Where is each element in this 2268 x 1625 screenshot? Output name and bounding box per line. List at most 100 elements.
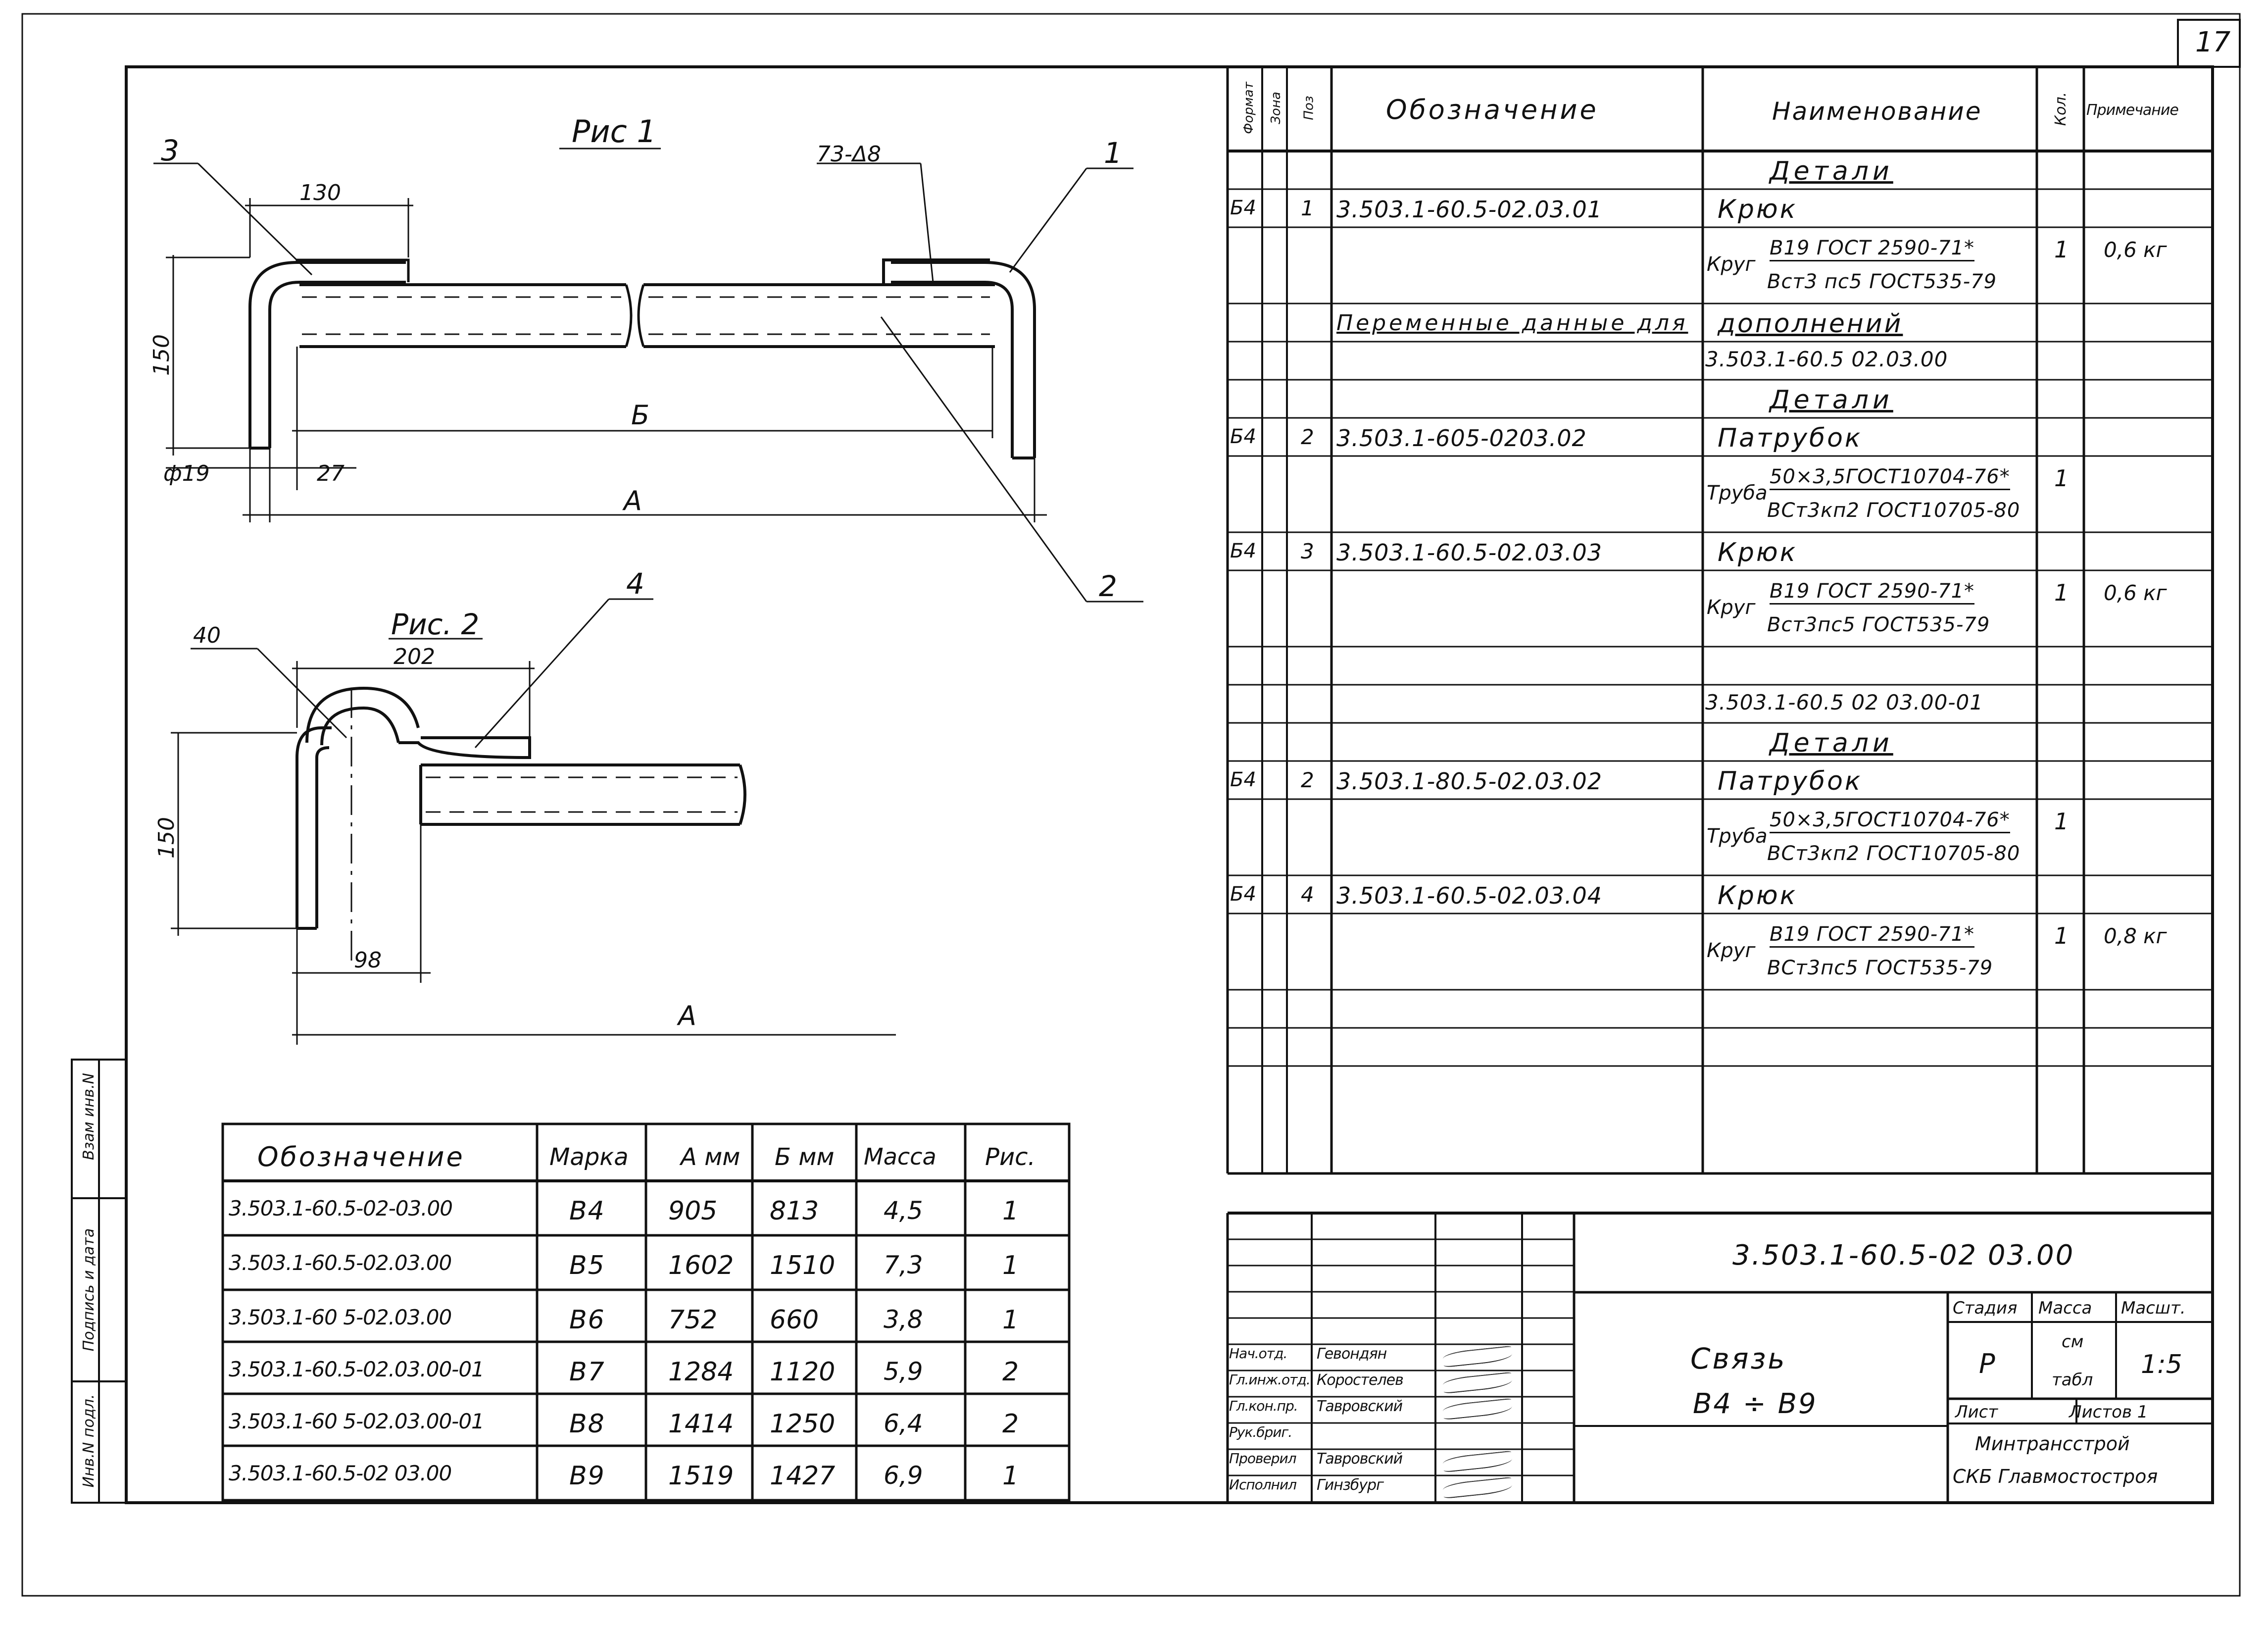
spec-table-row-lines xyxy=(1228,188,2213,1067)
mass-value-line1: см xyxy=(2062,1332,2084,1352)
spec-format: Б4 xyxy=(1230,768,1256,791)
dim-d19: ф19 xyxy=(163,461,210,486)
margin-label-signature-date: Подпись и дата xyxy=(80,1228,98,1352)
variant-header-fig: Рис. xyxy=(985,1143,1035,1171)
variant-designation: 3.503.1-60 5-02.03.00-01 xyxy=(229,1409,485,1433)
signature-name: Гинзбург xyxy=(1317,1476,1384,1494)
spec-note: 0,6 кг xyxy=(2104,581,2167,605)
position-callout-4: 4 xyxy=(626,567,644,601)
signature-name: Тавровский xyxy=(1317,1398,1403,1415)
spec-quantity: 1 xyxy=(2054,808,2069,835)
dim-b: Б xyxy=(631,400,650,431)
spec-material-grade: Вст3пс5 ГОСТ535-79 xyxy=(1767,613,1990,636)
organization-line2: СКБ Главмостостроя xyxy=(1953,1466,2158,1487)
spec-name: 3.503.1-60.5 02 03.00-01 xyxy=(1705,690,1983,714)
document-code: 3.503.1-60.5-02 03.00 xyxy=(1732,1239,2075,1271)
variant-cell: 1284 xyxy=(668,1357,734,1387)
variant-cell: 1 xyxy=(1002,1196,1019,1226)
spec-material-grade: ВСт3пс5 ГОСТ535-79 xyxy=(1767,957,1993,979)
signature-role: Проверил xyxy=(1229,1450,1297,1467)
spec-name: 3.503.1-60.5 02.03.00 xyxy=(1705,347,1948,371)
spec-header-note: Примечание xyxy=(2086,102,2179,119)
variant-cell: 1510 xyxy=(770,1251,836,1280)
spec-header-pos: Поз xyxy=(1301,96,1317,120)
spec-variable-data-note: Переменные данные для xyxy=(1336,310,1688,336)
figure-2-hidden-lines xyxy=(426,776,738,813)
spec-name: дополнений xyxy=(1718,309,1903,339)
dim-40: 40 xyxy=(193,623,221,648)
spec-table-grid xyxy=(1226,67,2214,1175)
spec-format: Б4 xyxy=(1230,197,1256,219)
spec-material-grade: ВСт3кп2 ГОСТ10705-80 xyxy=(1767,499,2021,522)
figure-1-dimensions xyxy=(153,148,1143,603)
spec-designation: 3.503.1-60.5-02.03.04 xyxy=(1336,882,1603,909)
variant-cell: 1120 xyxy=(770,1357,836,1387)
variant-cell: 1602 xyxy=(668,1251,734,1280)
spec-note: 0,6 кг xyxy=(2104,238,2167,262)
margin-label-orig-inv: Инв.N подл. xyxy=(80,1394,98,1488)
variant-header-designation: Обозначение xyxy=(257,1141,465,1172)
dim-a-fig2: А xyxy=(678,1000,696,1031)
spec-header-name: Наименование xyxy=(1772,97,1982,126)
variant-cell: 905 xyxy=(668,1196,718,1226)
figure-1-geometry xyxy=(248,258,1036,459)
spec-name: Крюк xyxy=(1718,195,1798,224)
signature-role: Гл.кон.пр. xyxy=(1229,1398,1298,1414)
variant-table-grid xyxy=(221,1122,1071,1502)
spec-position: 3 xyxy=(1301,539,1314,563)
mass-header: Масса xyxy=(2038,1298,2092,1318)
spec-designation: 3.503.1-60.5-02.03.01 xyxy=(1336,196,1603,223)
dim-202: 202 xyxy=(394,644,435,669)
variant-cell: 1 xyxy=(1002,1461,1019,1491)
spec-format: Б4 xyxy=(1230,425,1256,448)
spec-material-size: 50×3,5ГОСТ10704-76* xyxy=(1770,810,2010,833)
variant-cell: 2 xyxy=(1002,1357,1019,1387)
spec-designation: 3.503.1-605-0203.02 xyxy=(1336,425,1587,452)
spec-position: 1 xyxy=(1301,196,1314,220)
left-margin-strip xyxy=(71,1059,127,1504)
spec-material-type: Труба xyxy=(1707,482,1768,505)
weld-symbol: 73-Δ8 xyxy=(817,142,881,167)
spec-position: 2 xyxy=(1301,425,1314,449)
dim-150-fig1: 150 xyxy=(148,334,174,376)
spec-material-grade: ВСт3кп2 ГОСТ10705-80 xyxy=(1767,842,2021,865)
sheets-count: Листов 1 xyxy=(2069,1402,2148,1422)
scale-header: Масшт. xyxy=(2121,1298,2186,1318)
spec-material-grade: Вст3 пс5 ГОСТ535-79 xyxy=(1767,270,1997,293)
spec-material-size: В19 ГОСТ 2590-71* xyxy=(1770,238,1975,261)
variant-cell: В5 xyxy=(569,1251,605,1280)
signature-role: Рук.бриг. xyxy=(1229,1424,1292,1440)
spec-note: 0,8 кг xyxy=(2104,924,2167,948)
product-name: Связь xyxy=(1690,1342,1787,1375)
variant-header-mass: Масса xyxy=(864,1143,937,1170)
variant-cell: 752 xyxy=(668,1305,718,1335)
position-callout-3: 3 xyxy=(161,134,179,167)
variant-cell: 1250 xyxy=(770,1409,836,1439)
spec-material-size: В19 ГОСТ 2590-71* xyxy=(1770,581,1975,605)
product-range: В4 ÷ В9 xyxy=(1693,1388,1818,1420)
variant-cell: 2 xyxy=(1002,1409,1019,1439)
variant-cell: В9 xyxy=(569,1461,605,1491)
spec-material-type: Труба xyxy=(1707,825,1768,848)
spec-material-size: В19 ГОСТ 2590-71* xyxy=(1770,924,1975,948)
variant-header-mark: Марка xyxy=(549,1143,629,1171)
figure-2-title: Рис. 2 xyxy=(391,608,480,641)
spec-section-header: Детали xyxy=(1770,156,1893,186)
variant-designation: 3.503.1-60.5-02.03.00 xyxy=(229,1251,452,1275)
signature-role: Нач.отд. xyxy=(1229,1345,1287,1362)
variant-cell: 1414 xyxy=(668,1409,734,1439)
sheet-number: 17 xyxy=(2195,26,2231,58)
variant-cell: 5,9 xyxy=(884,1357,923,1386)
sheet-label: Лист xyxy=(1955,1402,1998,1422)
variant-cell: В6 xyxy=(569,1305,605,1335)
variant-cell: 1519 xyxy=(668,1461,734,1491)
spec-section-header: Детали xyxy=(1770,385,1893,415)
variant-cell: 3,8 xyxy=(884,1305,923,1334)
variant-header-a: А мм xyxy=(681,1143,740,1171)
spec-quantity: 1 xyxy=(2054,579,2069,606)
variant-cell: 660 xyxy=(770,1305,819,1335)
variant-header-b: Б мм xyxy=(775,1143,835,1171)
stage-value: Р xyxy=(1979,1348,1995,1379)
spec-name: Крюк xyxy=(1718,538,1798,567)
